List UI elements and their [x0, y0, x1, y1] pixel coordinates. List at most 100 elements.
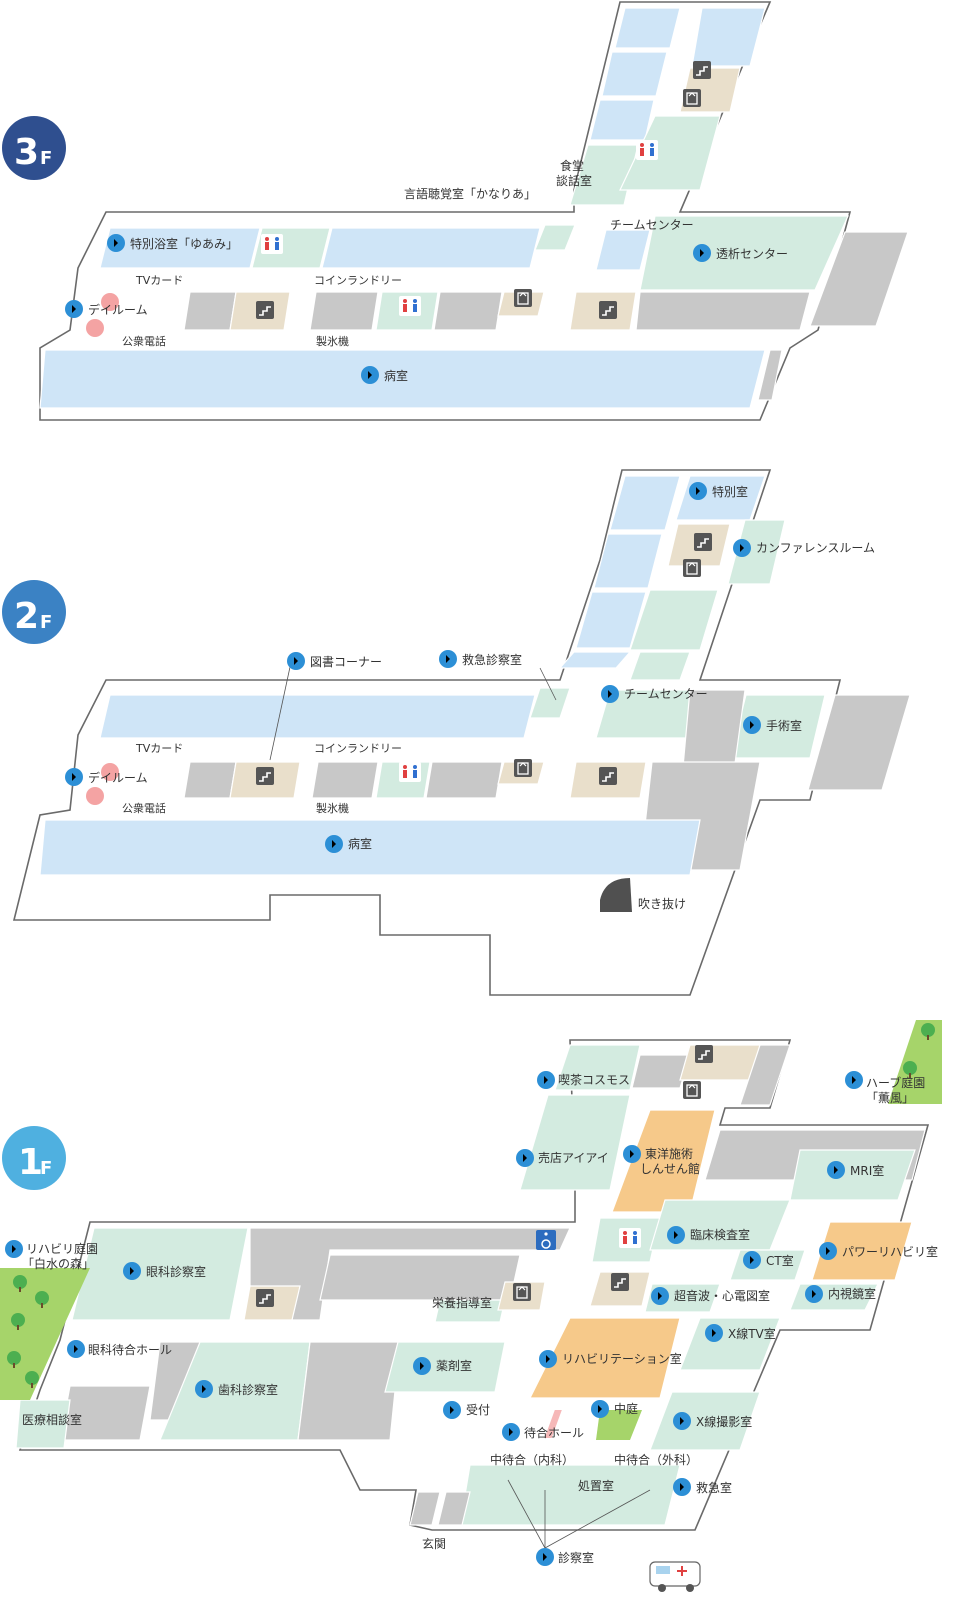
crosswalk: [544, 1410, 562, 1438]
label-iryo: 医療相談室: [22, 1412, 82, 1427]
marker-xsatsuei[interactable]: [673, 1412, 691, 1430]
marker-ganka[interactable]: [123, 1262, 141, 1280]
marker-kyukyu-1f[interactable]: [673, 1478, 691, 1496]
svg-text:2: 2: [14, 596, 39, 637]
label-phone-2f: 公衆電話: [122, 801, 166, 815]
marker-choonpa[interactable]: [651, 1287, 669, 1305]
restroom-icon: [261, 234, 283, 254]
label-tv-2f: TVカード: [135, 742, 183, 755]
floor-3f: 3 F: [2, 1, 909, 421]
marker-power[interactable]: [819, 1242, 837, 1260]
courtyard: [596, 1410, 642, 1440]
svg-text:F: F: [40, 612, 52, 633]
label-conf: カンファレンスルーム: [756, 541, 875, 555]
marker-naishikyo[interactable]: [805, 1285, 823, 1303]
elevator-icon: [512, 1282, 532, 1302]
marker-conf[interactable]: [733, 539, 751, 557]
marker-riha[interactable]: [539, 1350, 557, 1368]
svg-text:1: 1: [18, 1142, 43, 1183]
label-xsatsuei: X線撮影室: [696, 1414, 752, 1429]
label-machiai: 待合ホール: [524, 1425, 584, 1440]
label-genkan: 玄関: [422, 1536, 446, 1551]
marker-dayroom[interactable]: [65, 300, 83, 318]
elevator-icon: [513, 288, 533, 308]
marker-mri[interactable]: [827, 1161, 845, 1179]
restroom-icon: [399, 296, 421, 316]
label-team: チームセンター: [610, 218, 694, 232]
marker-shujutsu[interactable]: [743, 716, 761, 734]
floor-badge-2f[interactable]: 2 F: [2, 580, 66, 644]
herb-garden: [888, 1020, 942, 1104]
marker-baiten[interactable]: [516, 1149, 534, 1167]
atrium-void: [600, 878, 632, 912]
stairs-icon: [692, 60, 712, 80]
marker-herb[interactable]: [845, 1071, 863, 1089]
marker-kissa[interactable]: [537, 1071, 555, 1089]
label-shochi: 処置室: [578, 1478, 614, 1493]
floor-badge-1f[interactable]: 1 F: [2, 1126, 66, 1190]
label-shinsatsu: 診察室: [558, 1550, 594, 1565]
floor-badge-3f[interactable]: 3 F: [2, 116, 66, 180]
marker-tokubetsu[interactable]: [107, 234, 125, 252]
marker-rinsho[interactable]: [667, 1226, 685, 1244]
dayroom-table: [86, 319, 104, 337]
restroom-icon: [619, 1228, 641, 1248]
elevator-icon: [682, 1080, 702, 1100]
marker-uketsuke[interactable]: [443, 1401, 461, 1419]
floor-2f: 2 F: [2, 469, 911, 996]
label-nakaniwa: 中庭: [614, 1401, 638, 1416]
restroom-icon: [399, 762, 421, 782]
label-naishikyo: 内視鏡室: [828, 1286, 876, 1301]
dayroom-table: [86, 787, 104, 805]
label-shujutsu: 手術室: [766, 718, 802, 733]
svg-text:F: F: [40, 1158, 52, 1179]
label-shokudo: 食堂: [560, 158, 584, 173]
marker-tosho[interactable]: [287, 652, 305, 670]
label-gengo: 言語聴覚室「かなりあ」: [404, 186, 536, 201]
label-xtv: X線TV室: [728, 1326, 776, 1341]
marker-yakuzai[interactable]: [413, 1357, 431, 1375]
marker-team-2f[interactable]: [601, 685, 619, 703]
label-fukinuke: 吹き抜け: [638, 897, 686, 911]
stairs-icon: [255, 300, 275, 320]
label-kyukyu-1f: 救急室: [696, 1480, 732, 1495]
marker-machiai[interactable]: [502, 1423, 520, 1441]
label-nakamachi-nai: 中待合（内科）: [490, 1452, 574, 1467]
stairs-icon: [694, 1044, 714, 1064]
marker-toseki[interactable]: [693, 244, 711, 262]
label-uketsuke: 受付: [466, 1403, 490, 1417]
marker-toyo[interactable]: [623, 1145, 641, 1163]
marker-rihaen[interactable]: [5, 1240, 23, 1258]
svg-text:F: F: [40, 148, 52, 169]
marker-nakaniwa[interactable]: [591, 1400, 609, 1418]
label-ice-2f: 製氷機: [316, 801, 349, 815]
label-ice: 製氷機: [316, 334, 349, 348]
elevator-icon: [513, 758, 533, 778]
elevator-icon: [682, 88, 702, 108]
label-toyo2: しんせん館: [640, 1161, 700, 1176]
label-rihaen2: 「白水の森」: [22, 1256, 94, 1271]
label-team-2f: チームセンター: [624, 687, 708, 701]
marker-tokubetsu-2f[interactable]: [689, 482, 707, 500]
marker-byoshitsu-2f[interactable]: [325, 835, 343, 853]
label-danwa: 談話室: [556, 173, 592, 188]
label-tokubetsu: 特別浴室「ゆあみ」: [130, 236, 238, 251]
label-herb2: 「薫風」: [866, 1091, 914, 1105]
floor-1f: 1 F: [0, 1020, 942, 1592]
label-yakuzai: 薬剤室: [436, 1358, 472, 1373]
marker-gankamachi[interactable]: [67, 1340, 85, 1358]
label-kissa: 喫茶コスモス: [558, 1072, 630, 1087]
marker-ct[interactable]: [743, 1251, 761, 1269]
marker-shinsatsu[interactable]: [536, 1548, 554, 1566]
marker-shika[interactable]: [195, 1380, 213, 1398]
stairs-icon: [255, 766, 275, 786]
marker-kyukyu-2f[interactable]: [439, 650, 457, 668]
marker-xtv[interactable]: [705, 1324, 723, 1342]
label-byoshitsu-2f: 病室: [348, 836, 372, 851]
label-riha: リハビリテーション室: [562, 1351, 682, 1366]
label-rihaen1: リハビリ庭園: [26, 1241, 98, 1256]
rehab-garden: [0, 1268, 90, 1400]
marker-byoshitsu[interactable]: [361, 366, 379, 384]
marker-dayroom-2f[interactable]: [65, 768, 83, 786]
